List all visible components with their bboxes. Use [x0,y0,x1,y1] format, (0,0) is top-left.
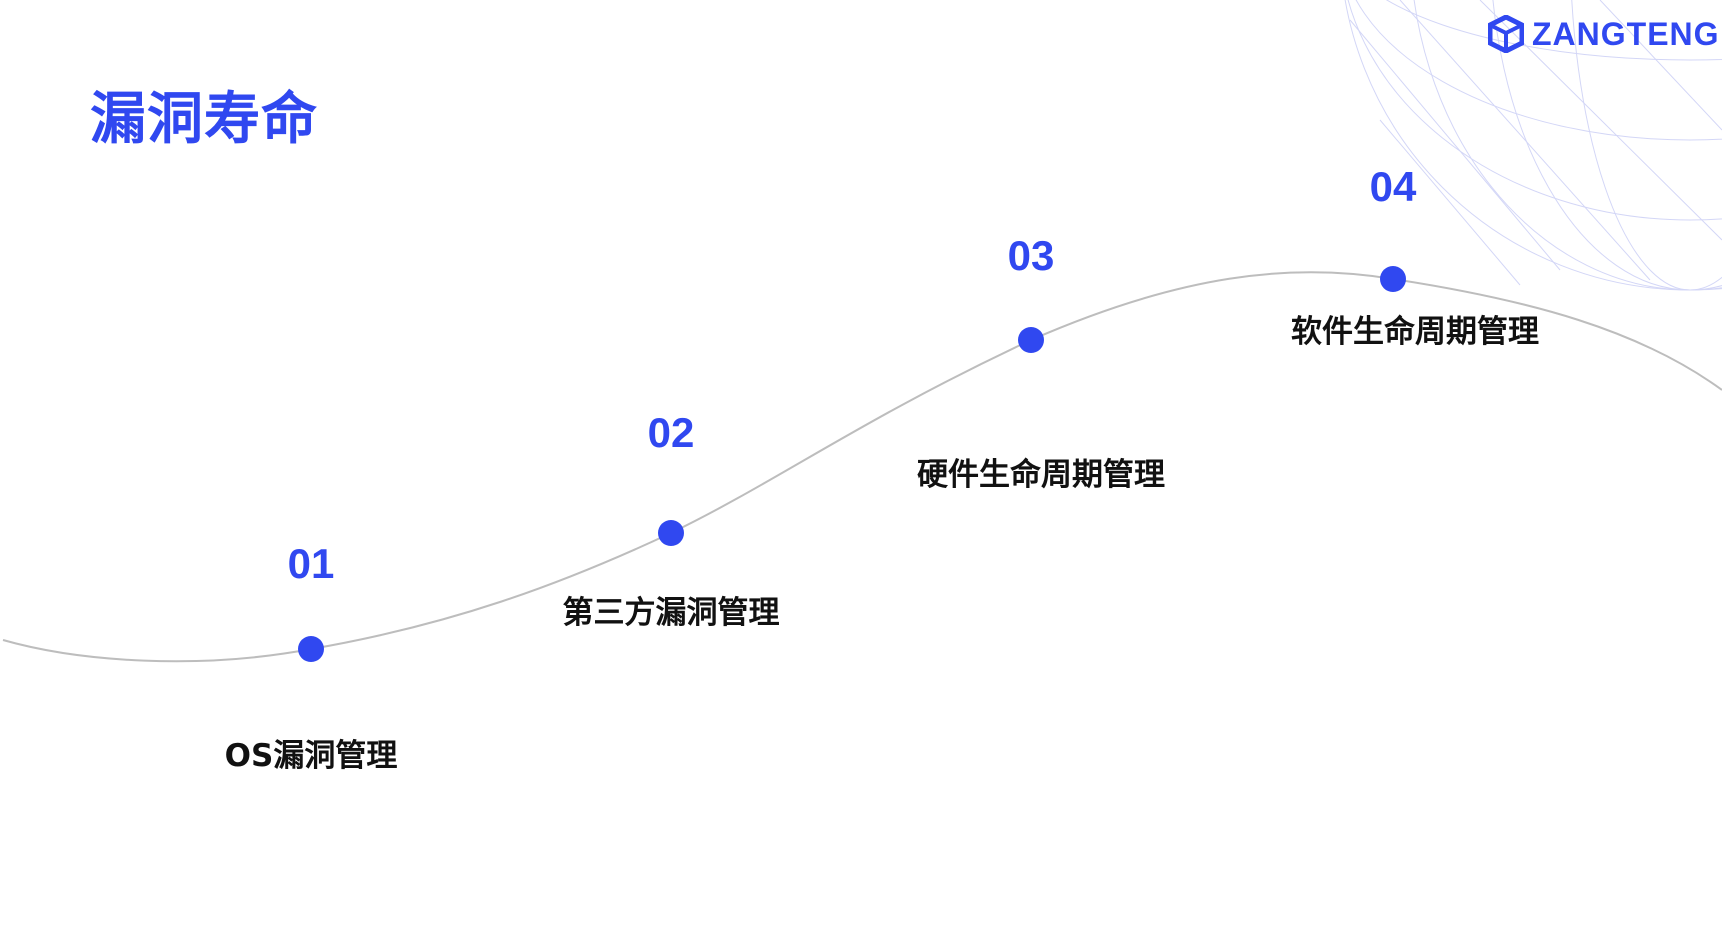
page-title: 漏洞寿命 [90,87,318,152]
brand-logo: ZANGTENG [1488,15,1720,53]
step-number-03: 03 [1007,232,1055,279]
step-number-01: 01 [287,540,335,587]
timeline-dot-04 [1380,266,1406,292]
timeline-dot-03 [1018,327,1044,353]
timeline-dot-01 [298,636,324,662]
timeline-curve [2,271,1722,663]
cube-logo-icon [1488,15,1524,53]
timeline-dot-02 [658,520,684,546]
step-number-02: 02 [647,409,695,456]
logo-text: ZANGTENG [1532,15,1720,52]
step-label-01: OS漏洞管理 [224,738,398,774]
step-label-03: 硬件生命周期管理 [917,457,1165,493]
step-label-02: 第三方漏洞管理 [562,595,780,631]
step-number-04: 04 [1369,163,1417,210]
step-label-04: 软件生命周期管理 [1291,314,1539,350]
globe-mesh-decoration [1344,0,1722,291]
